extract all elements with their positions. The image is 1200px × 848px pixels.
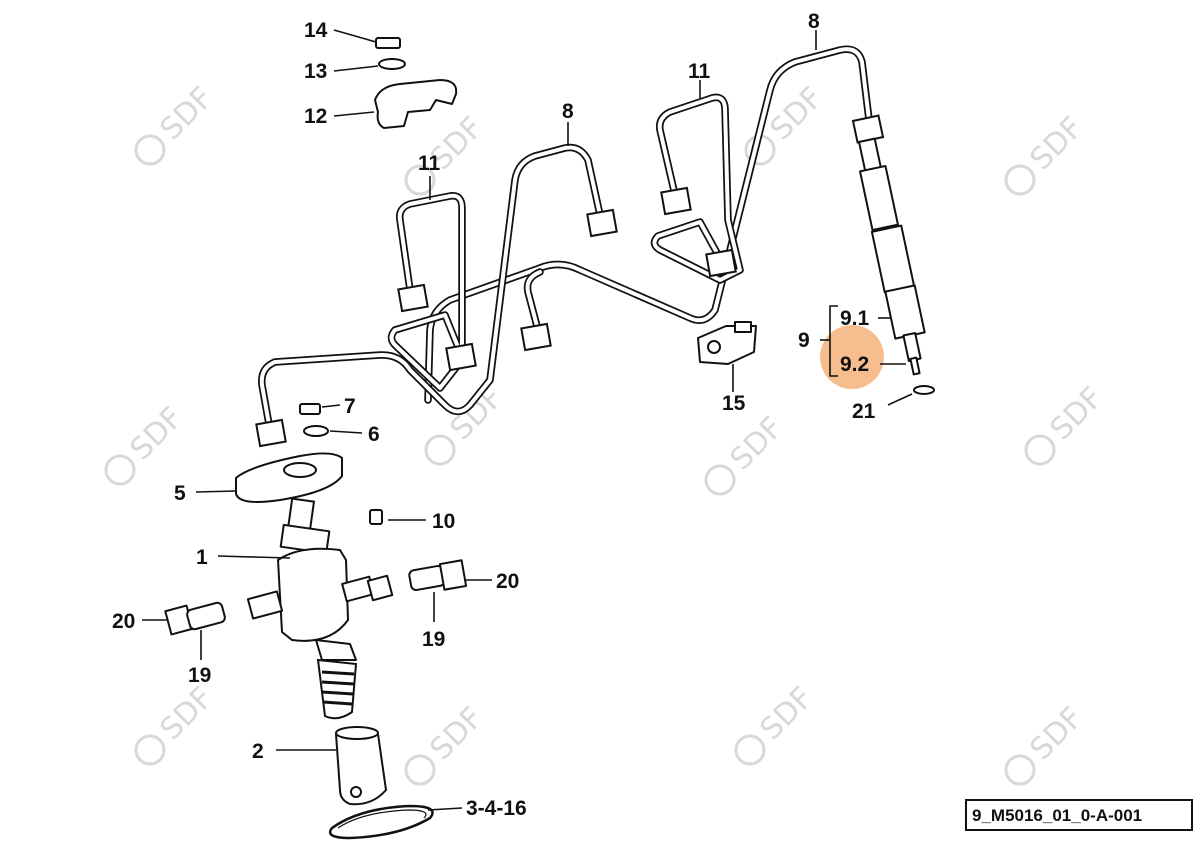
fitting-19-20-left bbox=[164, 601, 226, 636]
label-1: 1 bbox=[196, 546, 208, 569]
washer-nut-6-7 bbox=[299, 403, 329, 437]
plug-10 bbox=[369, 509, 383, 525]
fuel-pipes bbox=[258, 45, 874, 434]
injection-pump-1 bbox=[246, 497, 394, 720]
pipe-nuts bbox=[255, 114, 885, 448]
label-11-left: 11 bbox=[418, 152, 441, 175]
label-5: 5 bbox=[174, 482, 186, 505]
label-19-left: 19 bbox=[188, 664, 211, 687]
label-6: 6 bbox=[368, 423, 380, 446]
label-8-right: 8 bbox=[808, 10, 820, 33]
label-8-middle: 8 bbox=[562, 100, 574, 123]
label-3-4-16: 3-4-16 bbox=[466, 797, 527, 820]
svg-text:SDF: SDF bbox=[754, 680, 821, 747]
svg-text:SDF: SDF bbox=[154, 80, 221, 147]
label-19-right: 19 bbox=[422, 628, 445, 651]
watermarks: SDF SDF SDF SDF SDF SDF SDF SDF SDF SDF … bbox=[104, 80, 1111, 786]
label-12: 12 bbox=[304, 105, 327, 128]
clamp-assembly bbox=[374, 37, 458, 129]
label-21: 21 bbox=[852, 400, 876, 423]
flange-5 bbox=[235, 452, 343, 503]
label-20-right: 20 bbox=[496, 570, 519, 593]
label-20-left: 20 bbox=[112, 610, 135, 633]
label-9-2: 9.2 bbox=[840, 353, 869, 376]
label-14: 14 bbox=[304, 19, 328, 42]
label-9: 9 bbox=[798, 329, 810, 352]
bracket-15 bbox=[697, 321, 757, 365]
injector bbox=[858, 137, 935, 395]
callout-labels: 14 13 12 11 8 11 8 7 6 5 1 10 20 19 20 1… bbox=[112, 10, 876, 820]
reference-code-box: 9_M5016_01_0-A-001 bbox=[965, 799, 1193, 831]
reference-code: 9_M5016_01_0-A-001 bbox=[972, 806, 1142, 825]
fitting-19-20-right bbox=[408, 559, 468, 592]
tappet-2 bbox=[335, 726, 387, 806]
svg-text:SDF: SDF bbox=[724, 410, 791, 477]
label-11-right: 11 bbox=[688, 60, 711, 83]
label-10: 10 bbox=[432, 510, 455, 533]
svg-text:SDF: SDF bbox=[1024, 700, 1091, 767]
label-15: 15 bbox=[722, 392, 746, 415]
svg-text:SDF: SDF bbox=[1024, 110, 1091, 177]
gasket-3-4-16 bbox=[328, 804, 434, 840]
svg-text:SDF: SDF bbox=[1044, 380, 1111, 447]
svg-text:SDF: SDF bbox=[124, 400, 191, 467]
svg-text:SDF: SDF bbox=[154, 680, 221, 747]
label-2: 2 bbox=[252, 740, 264, 763]
label-9-1: 9.1 bbox=[840, 307, 870, 330]
svg-text:SDF: SDF bbox=[424, 700, 491, 767]
highlight-9-2 bbox=[820, 325, 884, 389]
label-7: 7 bbox=[344, 395, 356, 418]
label-13: 13 bbox=[304, 60, 327, 83]
leader-lines bbox=[142, 29, 913, 811]
